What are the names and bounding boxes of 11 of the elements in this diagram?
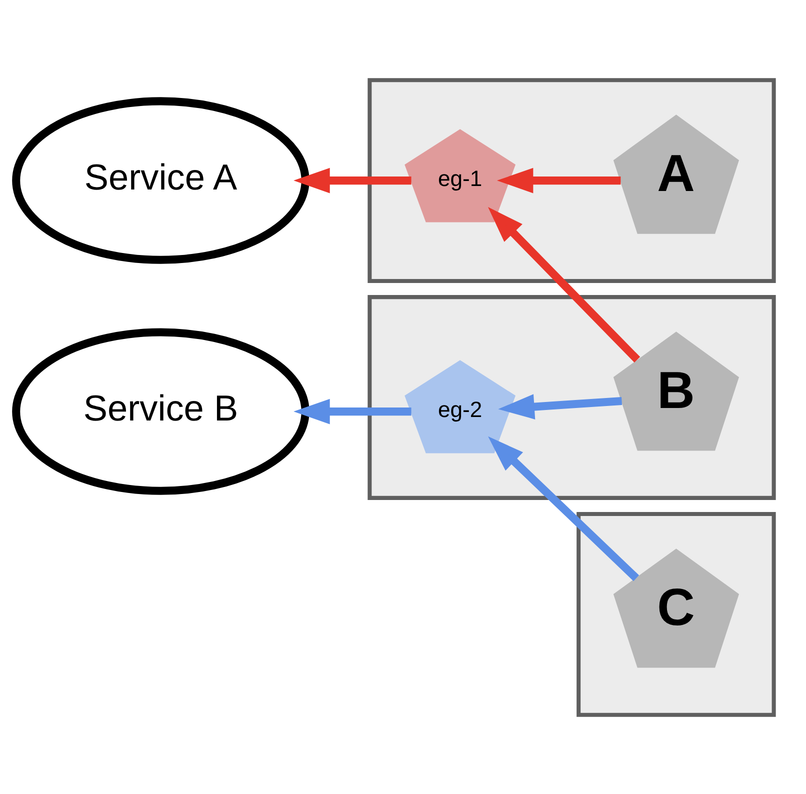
cluster [368,294,776,500]
cluster [576,512,776,716]
arrow [498,394,622,419]
node-ellipse: Service B [12,328,310,494]
arrow [294,398,412,424]
arrow [488,436,640,581]
cluster [368,78,776,282]
arrow [488,206,640,362]
node-ellipse: Service A [12,96,310,264]
arrow [496,167,621,193]
arrow [294,167,412,193]
